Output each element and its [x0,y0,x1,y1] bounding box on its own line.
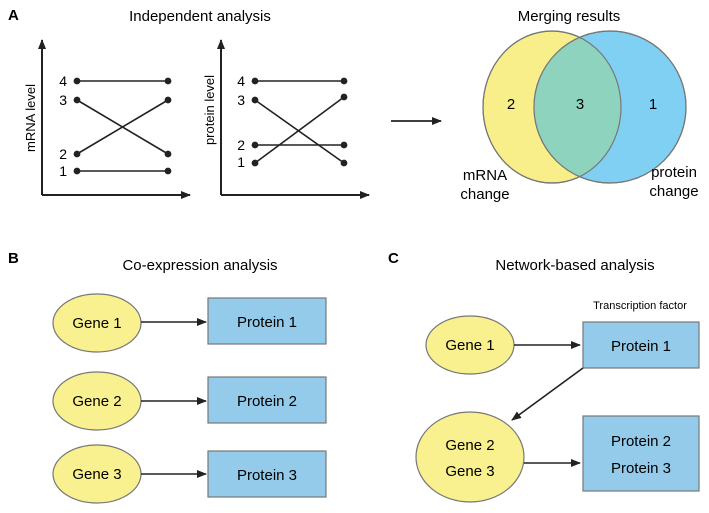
gene-3-label: Gene 3 [445,463,494,480]
protein-point [251,159,259,167]
protein-label: Protein 2 [237,393,297,410]
protein-node [207,376,327,424]
mrna-tick-2: 2 [59,146,67,162]
mrna-point [73,167,81,175]
protein-line-3 [254,99,345,164]
mrna-point [164,150,172,158]
tf-regulation-arrow [511,367,584,421]
coexpression-pair-2: Gene 2 Protein 2 [52,371,327,431]
mrna-tick-4: 4 [59,73,67,89]
protein-node [207,450,327,498]
mrna-point [164,77,172,85]
panel-a-letter: A [8,7,19,24]
mrna-tick-3: 3 [59,92,67,108]
protein-point [340,77,348,85]
protein-point [251,77,259,85]
mrna-plot: mRNA level 4 3 2 1 [23,39,191,199]
merging-results-title: Merging results [518,8,621,25]
protein-change-label-line1: protein [651,164,697,181]
mrna-line-2 [76,99,169,155]
protein-point [340,159,348,167]
protein-level-axis-label: protein level [202,75,217,145]
protein-2-3-node [582,415,700,492]
mrna-point [73,77,81,85]
protein-line-1 [254,96,345,164]
venn-protein-only-count: 1 [649,96,657,113]
protein-point [340,141,348,149]
gene-label: Gene 3 [72,466,121,483]
mrna-point [73,150,81,158]
protein-node [207,297,327,345]
protein-label: Protein 1 [237,314,297,331]
coexpression-pair-1: Gene 1 Protein 1 [52,293,327,353]
mrna-point [73,96,81,104]
protein-plot: protein level 4 3 2 1 [202,39,370,199]
coexpression-pair-3: Gene 3 Protein 3 [52,444,327,504]
protein-1-label: Protein 1 [611,338,671,355]
gene-1-label: Gene 1 [445,337,494,354]
protein-tick-1: 1 [237,154,245,170]
mrna-point [164,167,172,175]
gene-2-label: Gene 2 [445,437,494,454]
transcription-factor-label: Transcription factor [593,300,687,312]
panel-c-letter: C [388,250,399,267]
protein-point [340,93,348,101]
protein-point [251,96,259,104]
venn-diagram: 2 3 1 mRNA change protein change [460,30,699,203]
mrna-point [164,96,172,104]
mrna-tick-1: 1 [59,163,67,179]
protein-2-label: Protein 2 [611,433,671,450]
panel-a-title: Independent analysis [129,8,271,25]
protein-tick-4: 4 [237,73,245,89]
panel-c-title: Network-based analysis [495,257,654,274]
venn-mrna-only-count: 2 [507,96,515,113]
venn-overlap [534,31,621,183]
gene-label: Gene 1 [72,315,121,332]
panel-b-letter: B [8,250,19,267]
panel-b-title: Co-expression analysis [122,257,277,274]
network-diagram: Gene 1 Protein 1 Gene 2 Gene 3 Protein 2… [415,315,700,503]
protein-change-label-line2: change [649,183,698,200]
protein-3-label: Protein 3 [611,460,671,477]
gene-node [52,293,142,353]
gene-2-3-node [415,411,525,503]
protein-point [251,141,259,149]
mrna-change-label-line2: change [460,186,509,203]
mrna-change-label-line1: mRNA [463,167,507,184]
gene-label: Gene 2 [72,393,121,410]
protein-tick-3: 3 [237,92,245,108]
protein-1-node [582,321,700,369]
protein-tick-2: 2 [237,137,245,153]
mrna-level-axis-label: mRNA level [23,84,38,152]
venn-shared-count: 3 [576,96,584,113]
protein-label: Protein 3 [237,467,297,484]
